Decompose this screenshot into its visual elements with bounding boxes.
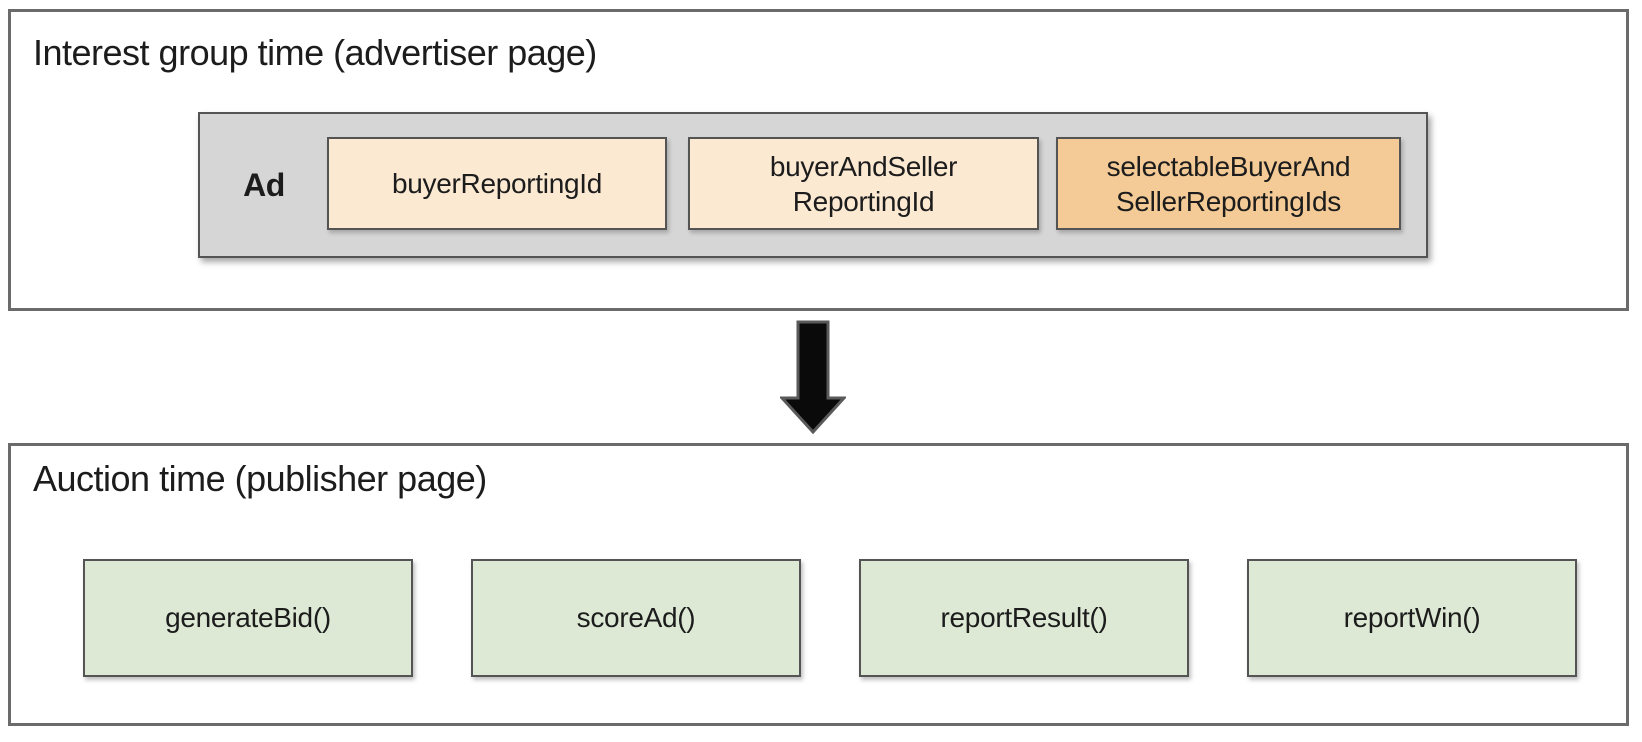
- selectable-buyer-and-seller-reporting-ids-box: selectableBuyerAnd SellerReportingIds: [1056, 137, 1401, 230]
- buyer-reporting-id-box: buyerReportingId: [327, 137, 667, 230]
- buyer-and-seller-reporting-id-box: buyerAndSeller ReportingId: [688, 137, 1039, 230]
- interest-group-panel: Interest group time (advertiser page) Ad…: [8, 9, 1629, 311]
- report-win-box: reportWin(): [1247, 559, 1577, 677]
- generate-bid-box: generateBid(): [83, 559, 413, 677]
- down-arrow-icon: [780, 320, 846, 435]
- ad-label: Ad: [243, 166, 285, 203]
- score-ad-box: scoreAd(): [471, 559, 801, 677]
- auction-panel: Auction time (publisher page) generateBi…: [8, 443, 1629, 726]
- report-result-box: reportResult(): [859, 559, 1189, 677]
- ad-container: Ad buyerReportingId buyerAndSeller Repor…: [198, 112, 1428, 258]
- interest-group-title: Interest group time (advertiser page): [33, 32, 597, 73]
- auction-title: Auction time (publisher page): [33, 458, 487, 499]
